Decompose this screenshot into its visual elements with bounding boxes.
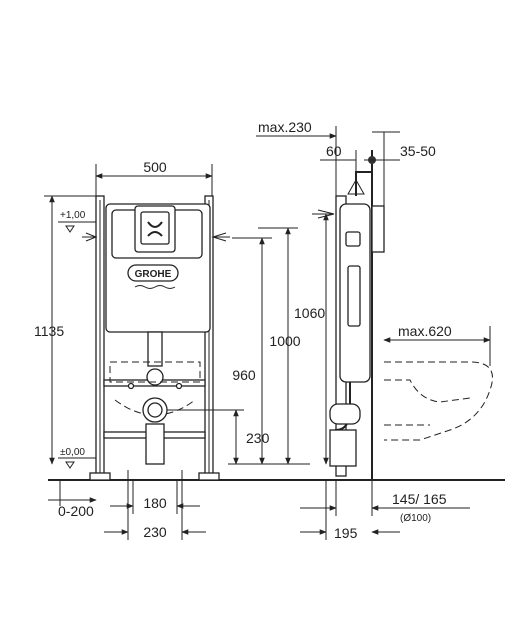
drain-pipe-side — [329, 429, 357, 467]
dim-1060-label: 1060 — [294, 305, 325, 321]
side-wall-fixing — [312, 209, 335, 219]
toilet-outline-bowl — [114, 399, 196, 416]
flush-plate-side — [371, 205, 385, 253]
dim-dia100-label: (Ø100) — [400, 513, 431, 524]
dim-195-label: 195 — [334, 525, 358, 541]
grohe-logo: GROHE — [127, 264, 179, 289]
dim-35-50-label: 35-50 — [400, 143, 436, 159]
logo-text: GROHE — [135, 269, 172, 280]
toilet-side-inner — [384, 379, 471, 403]
dim-1135-label: 1135 — [34, 323, 64, 339]
toilet-side-outline — [384, 361, 493, 441]
dim-960-label: 960 — [232, 367, 256, 383]
dim-60-label: 60 — [326, 143, 342, 159]
dim-145-165-label: 145/ 165 — [392, 491, 447, 507]
dim-500-label: 500 — [143, 159, 167, 175]
dim-max620-label: max.620 — [398, 323, 452, 339]
side-view: max.230 60 35-50 1060 max.620 145/ 165 (… — [256, 119, 505, 541]
front-view: GROHE 500 1135 +1,00 — [34, 159, 310, 540]
pipe-joint — [146, 368, 164, 386]
level-top-marker — [65, 225, 75, 233]
inlet-valve-icon — [347, 178, 365, 195]
level-zero-label: ±0,00 — [60, 447, 85, 458]
drain-elbow — [329, 403, 361, 425]
flush-pipe — [147, 331, 163, 367]
wall-fixings — [82, 232, 230, 242]
dim-max230-label: max.230 — [258, 119, 312, 135]
level-top-label: +1,00 — [60, 210, 86, 221]
level-zero-marker — [65, 461, 75, 469]
mounting-holes — [127, 382, 183, 390]
foot-left — [89, 472, 111, 481]
dim-230-height-label: 230 — [246, 430, 270, 446]
dim-230-width-label: 230 — [143, 524, 167, 540]
dim-1000-label: 1000 — [269, 333, 300, 349]
waste-pipe — [145, 423, 165, 465]
dim-0-200-label: 0-200 — [58, 503, 94, 519]
toilet-outline-top — [109, 361, 201, 383]
flush-valve-icon — [147, 221, 163, 237]
foot-right — [198, 472, 220, 481]
cistern-valve-side — [347, 265, 361, 327]
dim-180-label: 180 — [143, 495, 167, 511]
